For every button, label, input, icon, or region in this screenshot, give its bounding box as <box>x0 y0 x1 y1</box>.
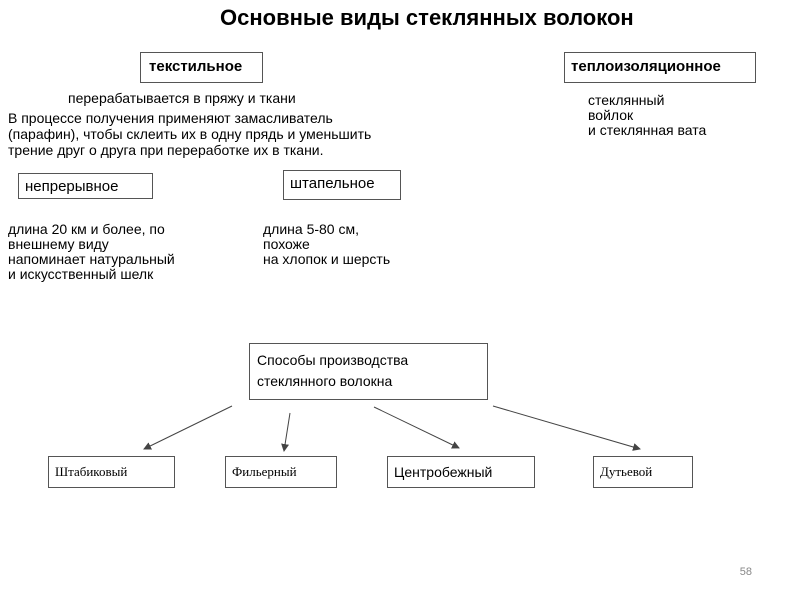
arrow-to-tsentrobezhny <box>373 406 460 449</box>
arrow-to-dutevoy <box>492 405 641 451</box>
continuous-fiber-label: непрерывное <box>25 178 119 195</box>
staple-description: длина 5-80 см, похоже на хлопок и шерсть <box>263 221 391 267</box>
arrow-to-filerny <box>281 412 291 452</box>
production-methods-label: Способы производства стеклянного волокна <box>257 352 409 389</box>
textile-lubricant-text: В процессе получения применяют замаслива… <box>8 110 372 158</box>
continuous-fiber-box: непрерывное <box>18 173 153 199</box>
method-tsentrobezhny: Центробежный <box>387 456 535 488</box>
staple-fiber-label: штапельное <box>290 175 375 192</box>
method-filerny: Фильерный <box>225 456 337 488</box>
insulation-fiber-label: теплоизоляционное <box>571 58 721 75</box>
page-title: Основные виды стеклянных волокон <box>220 5 634 30</box>
textile-processing-text: перерабатывается в пряжу и ткани <box>68 90 296 106</box>
production-methods-box: Способы производства стеклянного волокна <box>249 343 488 400</box>
arrow-to-shtabikovy <box>143 405 233 450</box>
insulation-description: стеклянный войлок и стеклянная вата <box>588 92 707 138</box>
method-shtabikovy: Штабиковый <box>48 456 175 488</box>
continuous-description: длина 20 км и более, по внешнему виду на… <box>8 221 175 282</box>
insulation-fiber-box: теплоизоляционное <box>564 52 756 83</box>
textile-fiber-box: текстильное <box>140 52 263 83</box>
textile-fiber-label: текстильное <box>149 58 243 75</box>
method-dutevoy: Дутьевой <box>593 456 693 488</box>
page-number: 58 <box>739 566 752 578</box>
staple-fiber-box: штапельное <box>283 170 401 200</box>
